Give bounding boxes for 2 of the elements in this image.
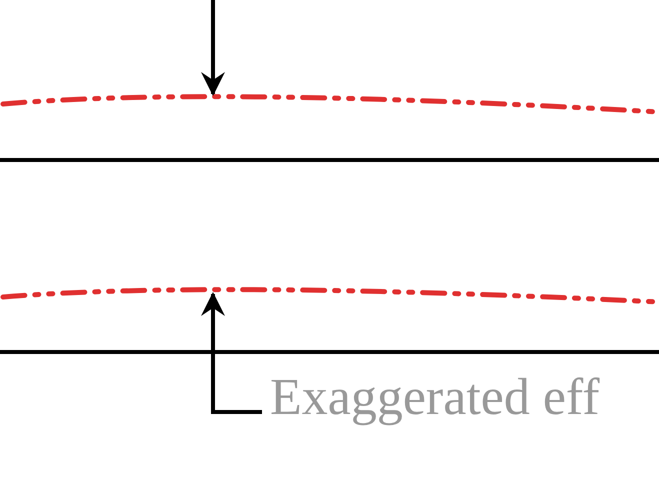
annotation-text: Exaggerated eff — [270, 372, 600, 424]
leader-line — [201, 292, 262, 414]
